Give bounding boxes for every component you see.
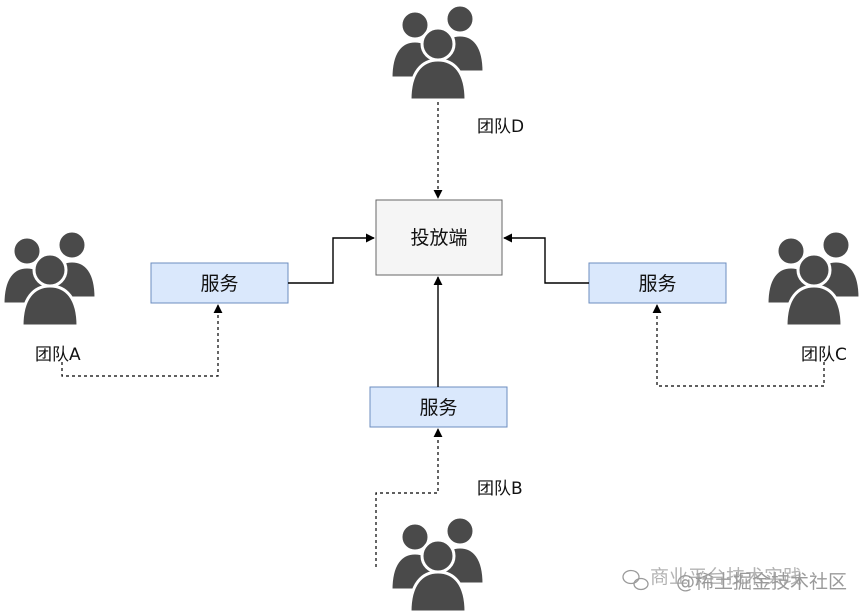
wechat-icon <box>622 569 649 591</box>
service-right-box <box>588 262 727 304</box>
team-a-label: 团队A <box>35 345 81 365</box>
service-right: 服务 <box>588 262 727 304</box>
service-right-label: 服务 <box>638 273 676 295</box>
center-box <box>375 199 503 276</box>
watermark-text-back: 商业平台技术实践 <box>650 566 802 588</box>
team-a-people-icon <box>1 229 98 326</box>
team-b-people-icon <box>389 515 486 612</box>
center-label: 投放端 <box>410 227 467 249</box>
left-service-to-center-arrow <box>288 233 375 284</box>
team-c-label: 团队C <box>801 345 847 365</box>
service-bottom-label: 服务 <box>419 397 457 419</box>
service-left-label: 服务 <box>200 273 238 295</box>
right-service-to-center-arrow <box>503 233 589 284</box>
team-b-to-service-arrow <box>375 428 443 567</box>
service-left-box <box>150 262 289 304</box>
team-b-label: 团队B <box>477 479 523 499</box>
team-a-to-service-arrow <box>61 304 223 377</box>
service-bottom: 服务 <box>369 386 508 428</box>
watermark-text-front: @稀土掘金技术社区 <box>676 571 847 593</box>
team-c-people-icon <box>765 229 862 326</box>
team-c-to-service-arrow <box>652 304 825 387</box>
center-node: 投放端 <box>375 199 503 276</box>
team-d-people-icon <box>389 3 486 100</box>
team-d-label: 团队D <box>477 117 524 137</box>
watermark: 商业平台技术实践 @稀土掘金技术社区 <box>622 566 847 593</box>
service-left: 服务 <box>150 262 289 304</box>
